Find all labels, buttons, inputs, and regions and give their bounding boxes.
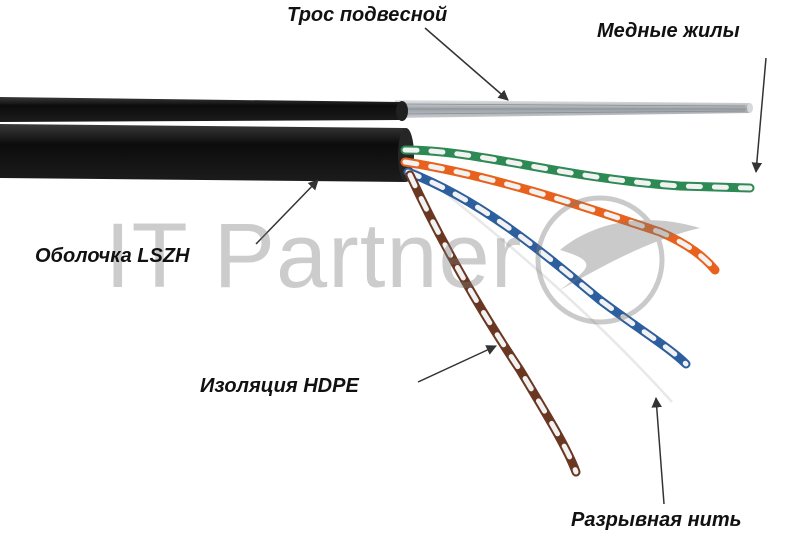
pair-brown bbox=[405, 170, 581, 477]
label-copper-cores: Медные жилы bbox=[597, 20, 740, 42]
watermark-logo bbox=[535, 195, 700, 325]
label-suspension-rope: Трос подвесной bbox=[287, 4, 448, 26]
arrow-copper bbox=[751, 57, 767, 174]
outer-sheath bbox=[0, 97, 414, 182]
arrow-insulation bbox=[417, 345, 497, 383]
watermark-text: IT Partner bbox=[105, 205, 523, 307]
arrow-sheath bbox=[255, 179, 319, 245]
pair-orange bbox=[400, 157, 720, 275]
pair-green bbox=[400, 145, 755, 193]
arrow-thread bbox=[651, 396, 665, 505]
label-insulation: Изоляция HDPE bbox=[200, 375, 359, 397]
label-sheath: Оболочка LSZH bbox=[35, 245, 190, 267]
label-ripcord: Разрывная нить bbox=[571, 509, 742, 531]
steel-rope bbox=[395, 100, 753, 118]
pair-blue bbox=[403, 167, 691, 369]
arrow-rope bbox=[424, 27, 509, 101]
